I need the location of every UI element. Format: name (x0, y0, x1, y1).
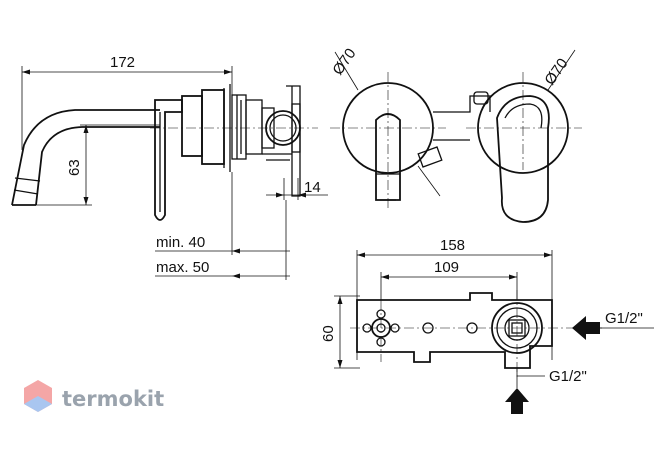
termokit-logo: termokit (24, 380, 164, 412)
dim-14-label: 14 (304, 179, 321, 196)
side-view: 172 63 (11, 54, 328, 280)
front-view-spout: Ø70 (329, 45, 446, 210)
dim-60-label: 60 (320, 325, 337, 342)
dim-109-label: 109 (434, 259, 459, 276)
inlet-annotations: G1/2" G1/2" (505, 310, 654, 414)
rough-in-body: 158 109 60 (320, 237, 600, 380)
logo-text: termokit (62, 387, 164, 411)
bottom-inlet-arrow (505, 388, 529, 414)
dim-63-label: 63 (66, 159, 83, 176)
front-view-handle: Ø70 (417, 49, 582, 223)
dim-172-label: 172 (110, 54, 135, 71)
min-depth-label: min. 40 (156, 234, 205, 251)
diameter-left-label: Ø70 (329, 45, 359, 78)
diameter-right-label: Ø70 (541, 55, 571, 88)
dim-158-label: 158 (440, 237, 465, 254)
bottom-inlet-label: G1/2" (549, 368, 587, 385)
side-inlet-label: G1/2" (605, 310, 643, 327)
side-inlet-arrow (572, 316, 600, 340)
max-depth-label: max. 50 (156, 259, 209, 276)
